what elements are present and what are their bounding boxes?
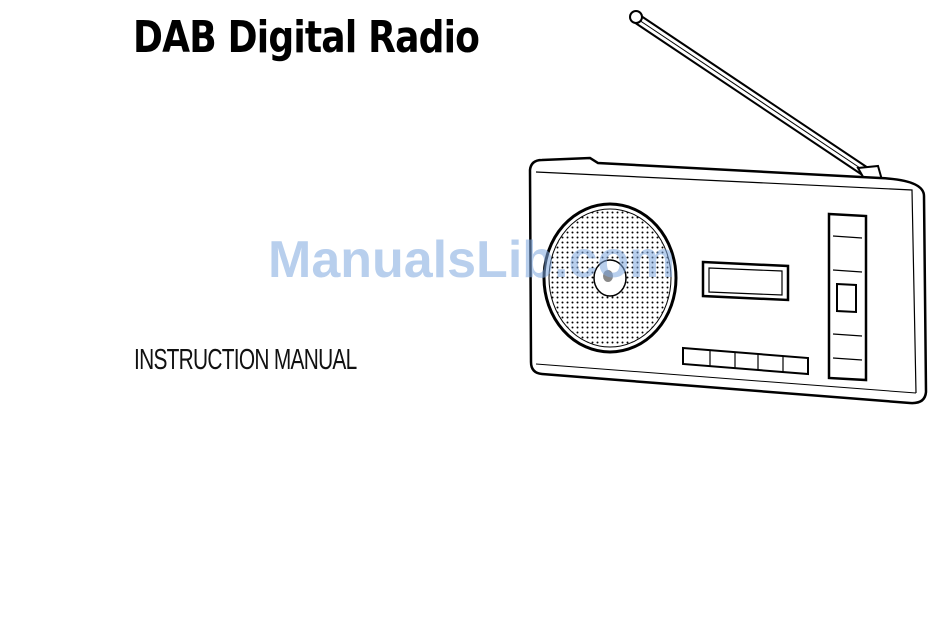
display-window: [703, 262, 788, 300]
antenna-tip: [630, 11, 642, 23]
document-subtitle: INSTRUCTION MANUAL: [134, 344, 357, 377]
radio-illustration: [520, 0, 940, 420]
slider-knob: [837, 284, 856, 312]
side-control-strip: [829, 214, 866, 380]
antenna: [630, 11, 882, 182]
watermark-logo: ManualsLib.com: [268, 230, 675, 290]
document-title: DAB Digital Radio: [133, 12, 479, 63]
